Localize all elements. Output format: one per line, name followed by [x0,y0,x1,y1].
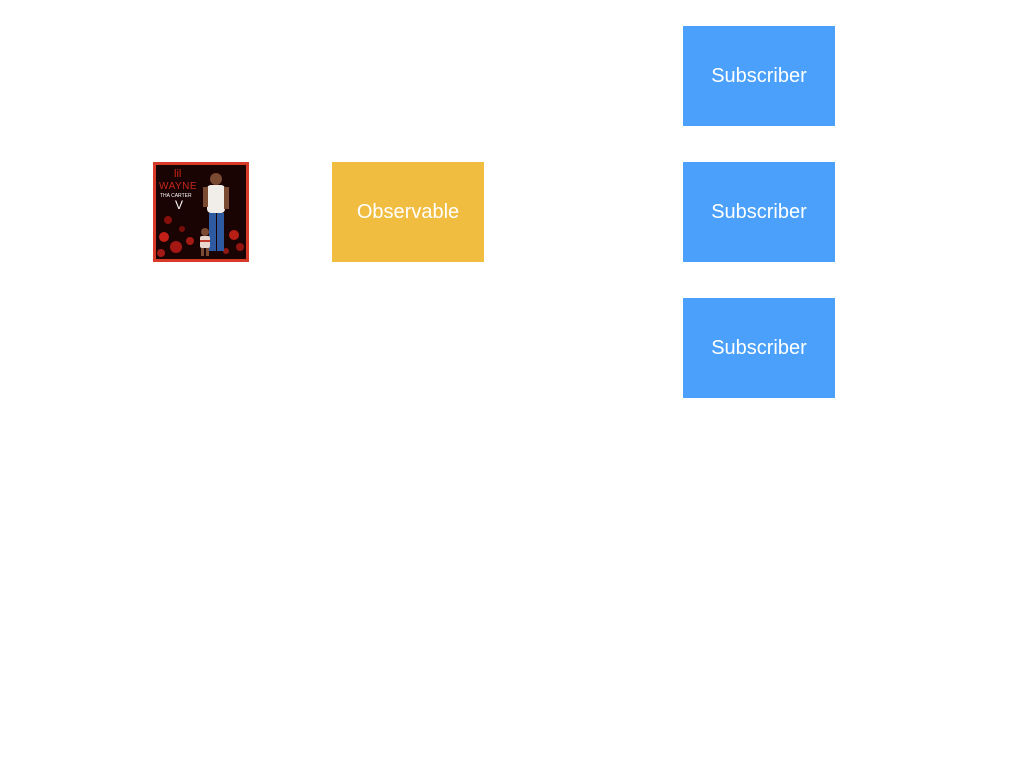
album-art: lil WAYNE THA CARTER V [156,165,246,259]
subscriber-label-1: Subscriber [711,64,807,87]
subscriber-box-3: Subscriber [683,298,835,398]
album-cover-image: lil WAYNE THA CARTER V [153,162,249,262]
album-artist-line2: WAYNE [159,181,197,192]
subscriber-box-2: Subscriber [683,162,835,262]
subscriber-label-2: Subscriber [711,200,807,223]
observable-box: Observable [332,162,484,262]
subscriber-box-1: Subscriber [683,26,835,126]
album-artist-line1: lil [174,168,181,180]
subscriber-label-3: Subscriber [711,336,807,359]
album-numeral: V [175,198,183,212]
observable-label: Observable [356,200,460,223]
album-title: THA CARTER [160,193,192,199]
